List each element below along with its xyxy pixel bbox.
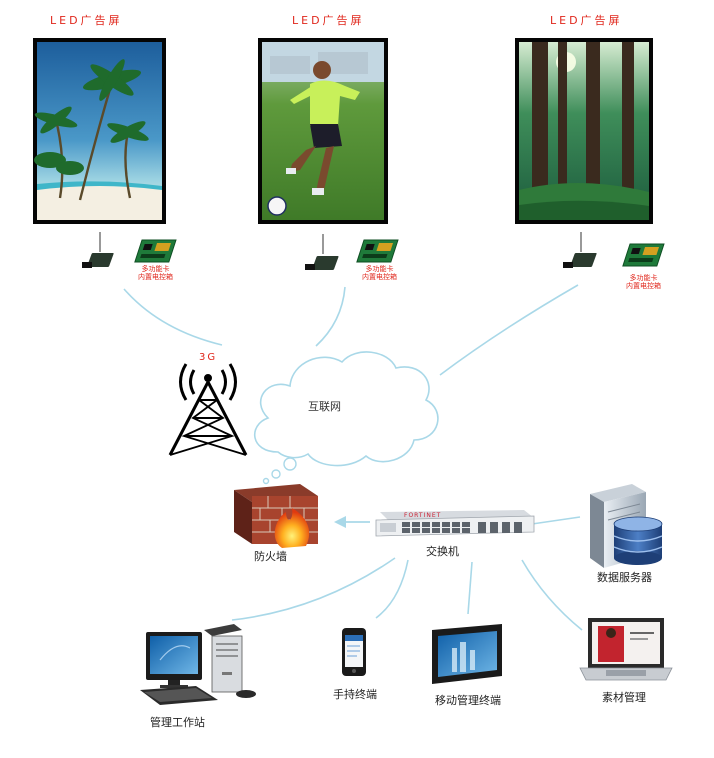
database-server-icon bbox=[590, 484, 663, 568]
led-screen-3 bbox=[515, 38, 653, 224]
tower-label: 3G bbox=[199, 352, 218, 363]
link-screen2-cloud bbox=[315, 286, 346, 347]
controller-cards-1 bbox=[82, 232, 177, 268]
cloud-label: 互联网 bbox=[308, 400, 341, 413]
controller-card-2-label-line2: 内置电控箱 bbox=[362, 273, 397, 281]
link-screen1-tower bbox=[123, 288, 223, 346]
controller-cards-3 bbox=[563, 232, 665, 268]
controller-card-1-label: 多功能卡 内置电控箱 bbox=[138, 265, 173, 281]
firewall-label: 防火墙 bbox=[254, 550, 287, 563]
workstation-icon bbox=[140, 624, 256, 705]
laptop-icon bbox=[579, 618, 673, 681]
controller-card-2-label-line1: 多功能卡 bbox=[365, 265, 394, 273]
switch-brand-logo: FORTINET bbox=[404, 512, 442, 519]
led-screen-1 bbox=[33, 38, 166, 224]
switch-icon bbox=[375, 510, 535, 537]
handheld-label: 手持终端 bbox=[333, 688, 377, 701]
controller-cards-2 bbox=[305, 234, 399, 270]
db-server-label: 数据服务器 bbox=[597, 571, 652, 584]
controller-card-1-label-line1: 多功能卡 bbox=[141, 265, 170, 273]
controller-card-3-label-line2: 内置电控箱 bbox=[626, 282, 661, 290]
tablet-icon bbox=[432, 624, 502, 684]
link-switch-mobile bbox=[467, 561, 473, 615]
link-switch-server bbox=[531, 516, 581, 525]
firewall-icon bbox=[234, 484, 318, 548]
link-switch-workstation bbox=[231, 557, 396, 621]
arrow-to-firewall bbox=[334, 516, 370, 528]
internet-cloud-icon bbox=[253, 351, 439, 485]
led-screen-3-title: LED广告屏 bbox=[550, 14, 623, 27]
led-screen-1-title: LED广告屏 bbox=[50, 14, 123, 27]
link-screen3-cloud bbox=[439, 284, 579, 376]
switch-label: 交换机 bbox=[426, 545, 459, 558]
workstation-label: 管理工作站 bbox=[150, 716, 205, 729]
controller-card-3-label: 多功能卡 内置电控箱 bbox=[626, 274, 661, 290]
controller-card-3-label-line1: 多功能卡 bbox=[629, 274, 658, 282]
led-screen-2-title: LED广告屏 bbox=[292, 14, 365, 27]
handheld-phone-icon bbox=[342, 628, 366, 676]
controller-card-1-label-line2: 内置电控箱 bbox=[138, 273, 173, 281]
controller-card-2-label: 多功能卡 内置电控箱 bbox=[362, 265, 397, 281]
connection-lines bbox=[123, 284, 583, 631]
led-screen-2 bbox=[258, 38, 388, 224]
laptop-label: 素材管理 bbox=[602, 691, 646, 704]
link-switch-handheld bbox=[375, 559, 409, 619]
mobile-terminal-label: 移动管理终端 bbox=[435, 694, 501, 707]
tower-3g-icon bbox=[168, 363, 248, 456]
link-switch-laptop bbox=[521, 559, 583, 631]
